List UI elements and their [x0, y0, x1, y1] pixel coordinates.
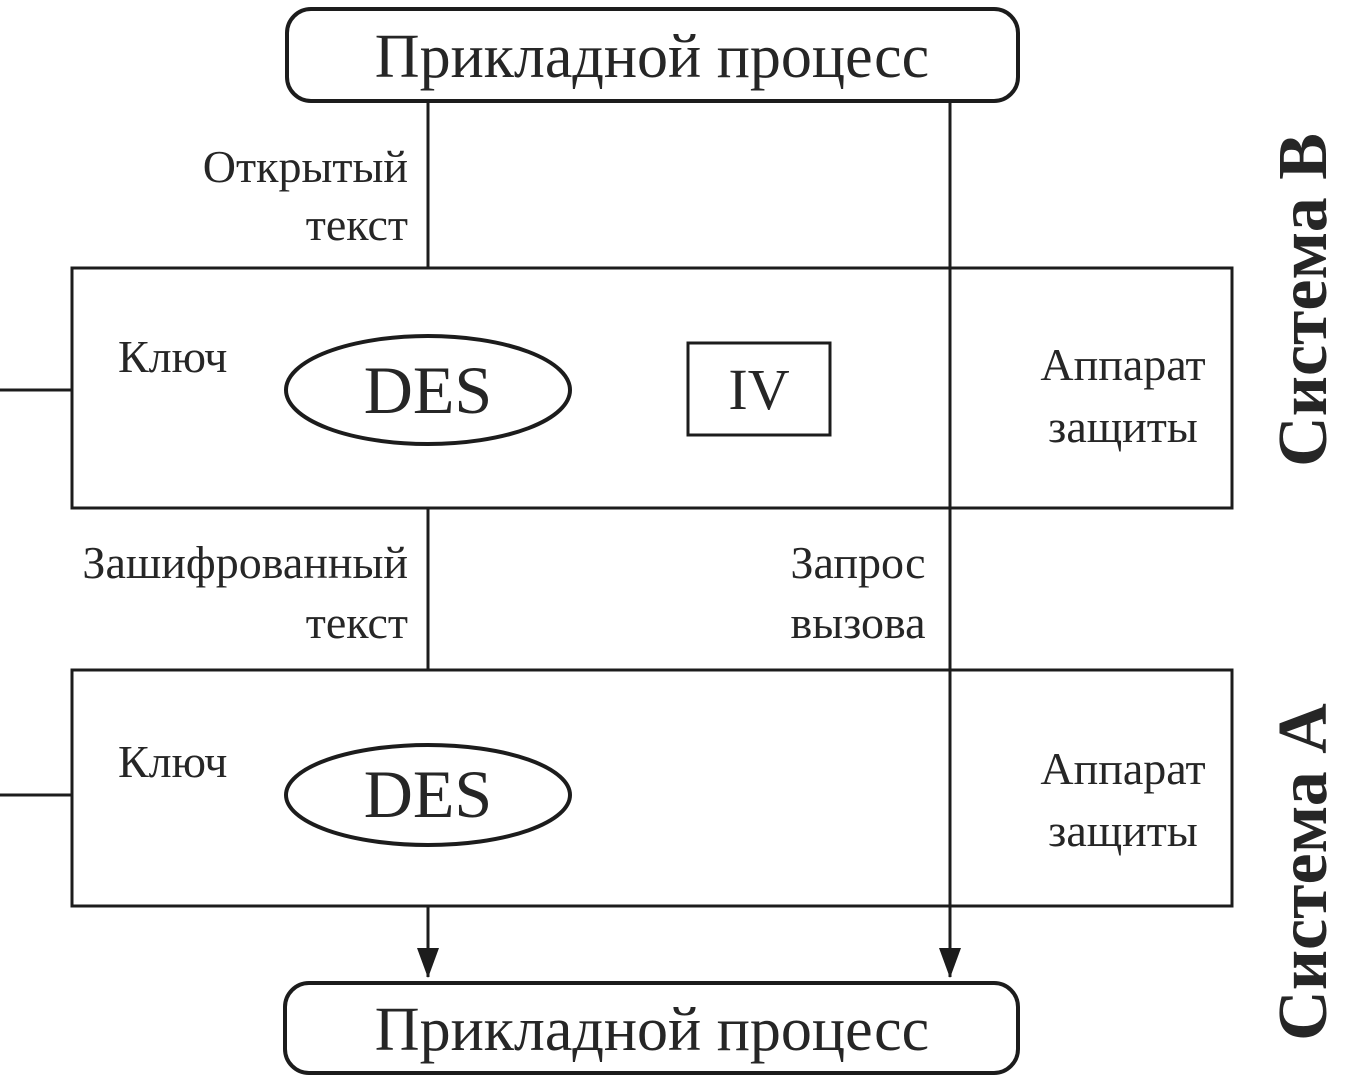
- des-b-ellipse: [284, 334, 572, 446]
- des-b-label: DES: [364, 352, 492, 428]
- challenge-label-line2: вызова: [790, 597, 925, 648]
- bottom-process-label: Прикладной процесс: [375, 996, 929, 1064]
- ciphertext-label-line1: Зашифрованный: [82, 537, 408, 588]
- key-a-label: Ключ: [118, 736, 227, 787]
- system-b-security-box: [70, 266, 1234, 510]
- iv-box: [686, 341, 832, 437]
- iv-label: IV: [728, 357, 789, 422]
- apparatus-b-label-line1: Аппарат: [1040, 339, 1205, 390]
- challenge-label-line1: Запрос: [790, 537, 925, 588]
- top-process-box: [285, 7, 1020, 103]
- plaintext-label-line2: текст: [306, 199, 408, 250]
- bottom-process-box: [283, 981, 1020, 1075]
- key-b-label: Ключ: [118, 331, 227, 382]
- system-a-title: Система A: [1265, 703, 1342, 1041]
- des-a-label: DES: [364, 756, 492, 832]
- apparatus-a-label-line1: Аппарат: [1040, 743, 1205, 794]
- ciphertext-label-line2: текст: [306, 597, 408, 648]
- system-a-security-box: [70, 668, 1234, 908]
- top-process-label: Прикладной процесс: [375, 23, 929, 91]
- system-b-title: Система B: [1265, 133, 1342, 467]
- apparatus-b-label-line2: защиты: [1048, 401, 1198, 452]
- plaintext-label-line1: Открытый: [203, 141, 408, 192]
- apparatus-a-label-line2: защиты: [1048, 805, 1198, 856]
- des-a-ellipse: [284, 743, 572, 847]
